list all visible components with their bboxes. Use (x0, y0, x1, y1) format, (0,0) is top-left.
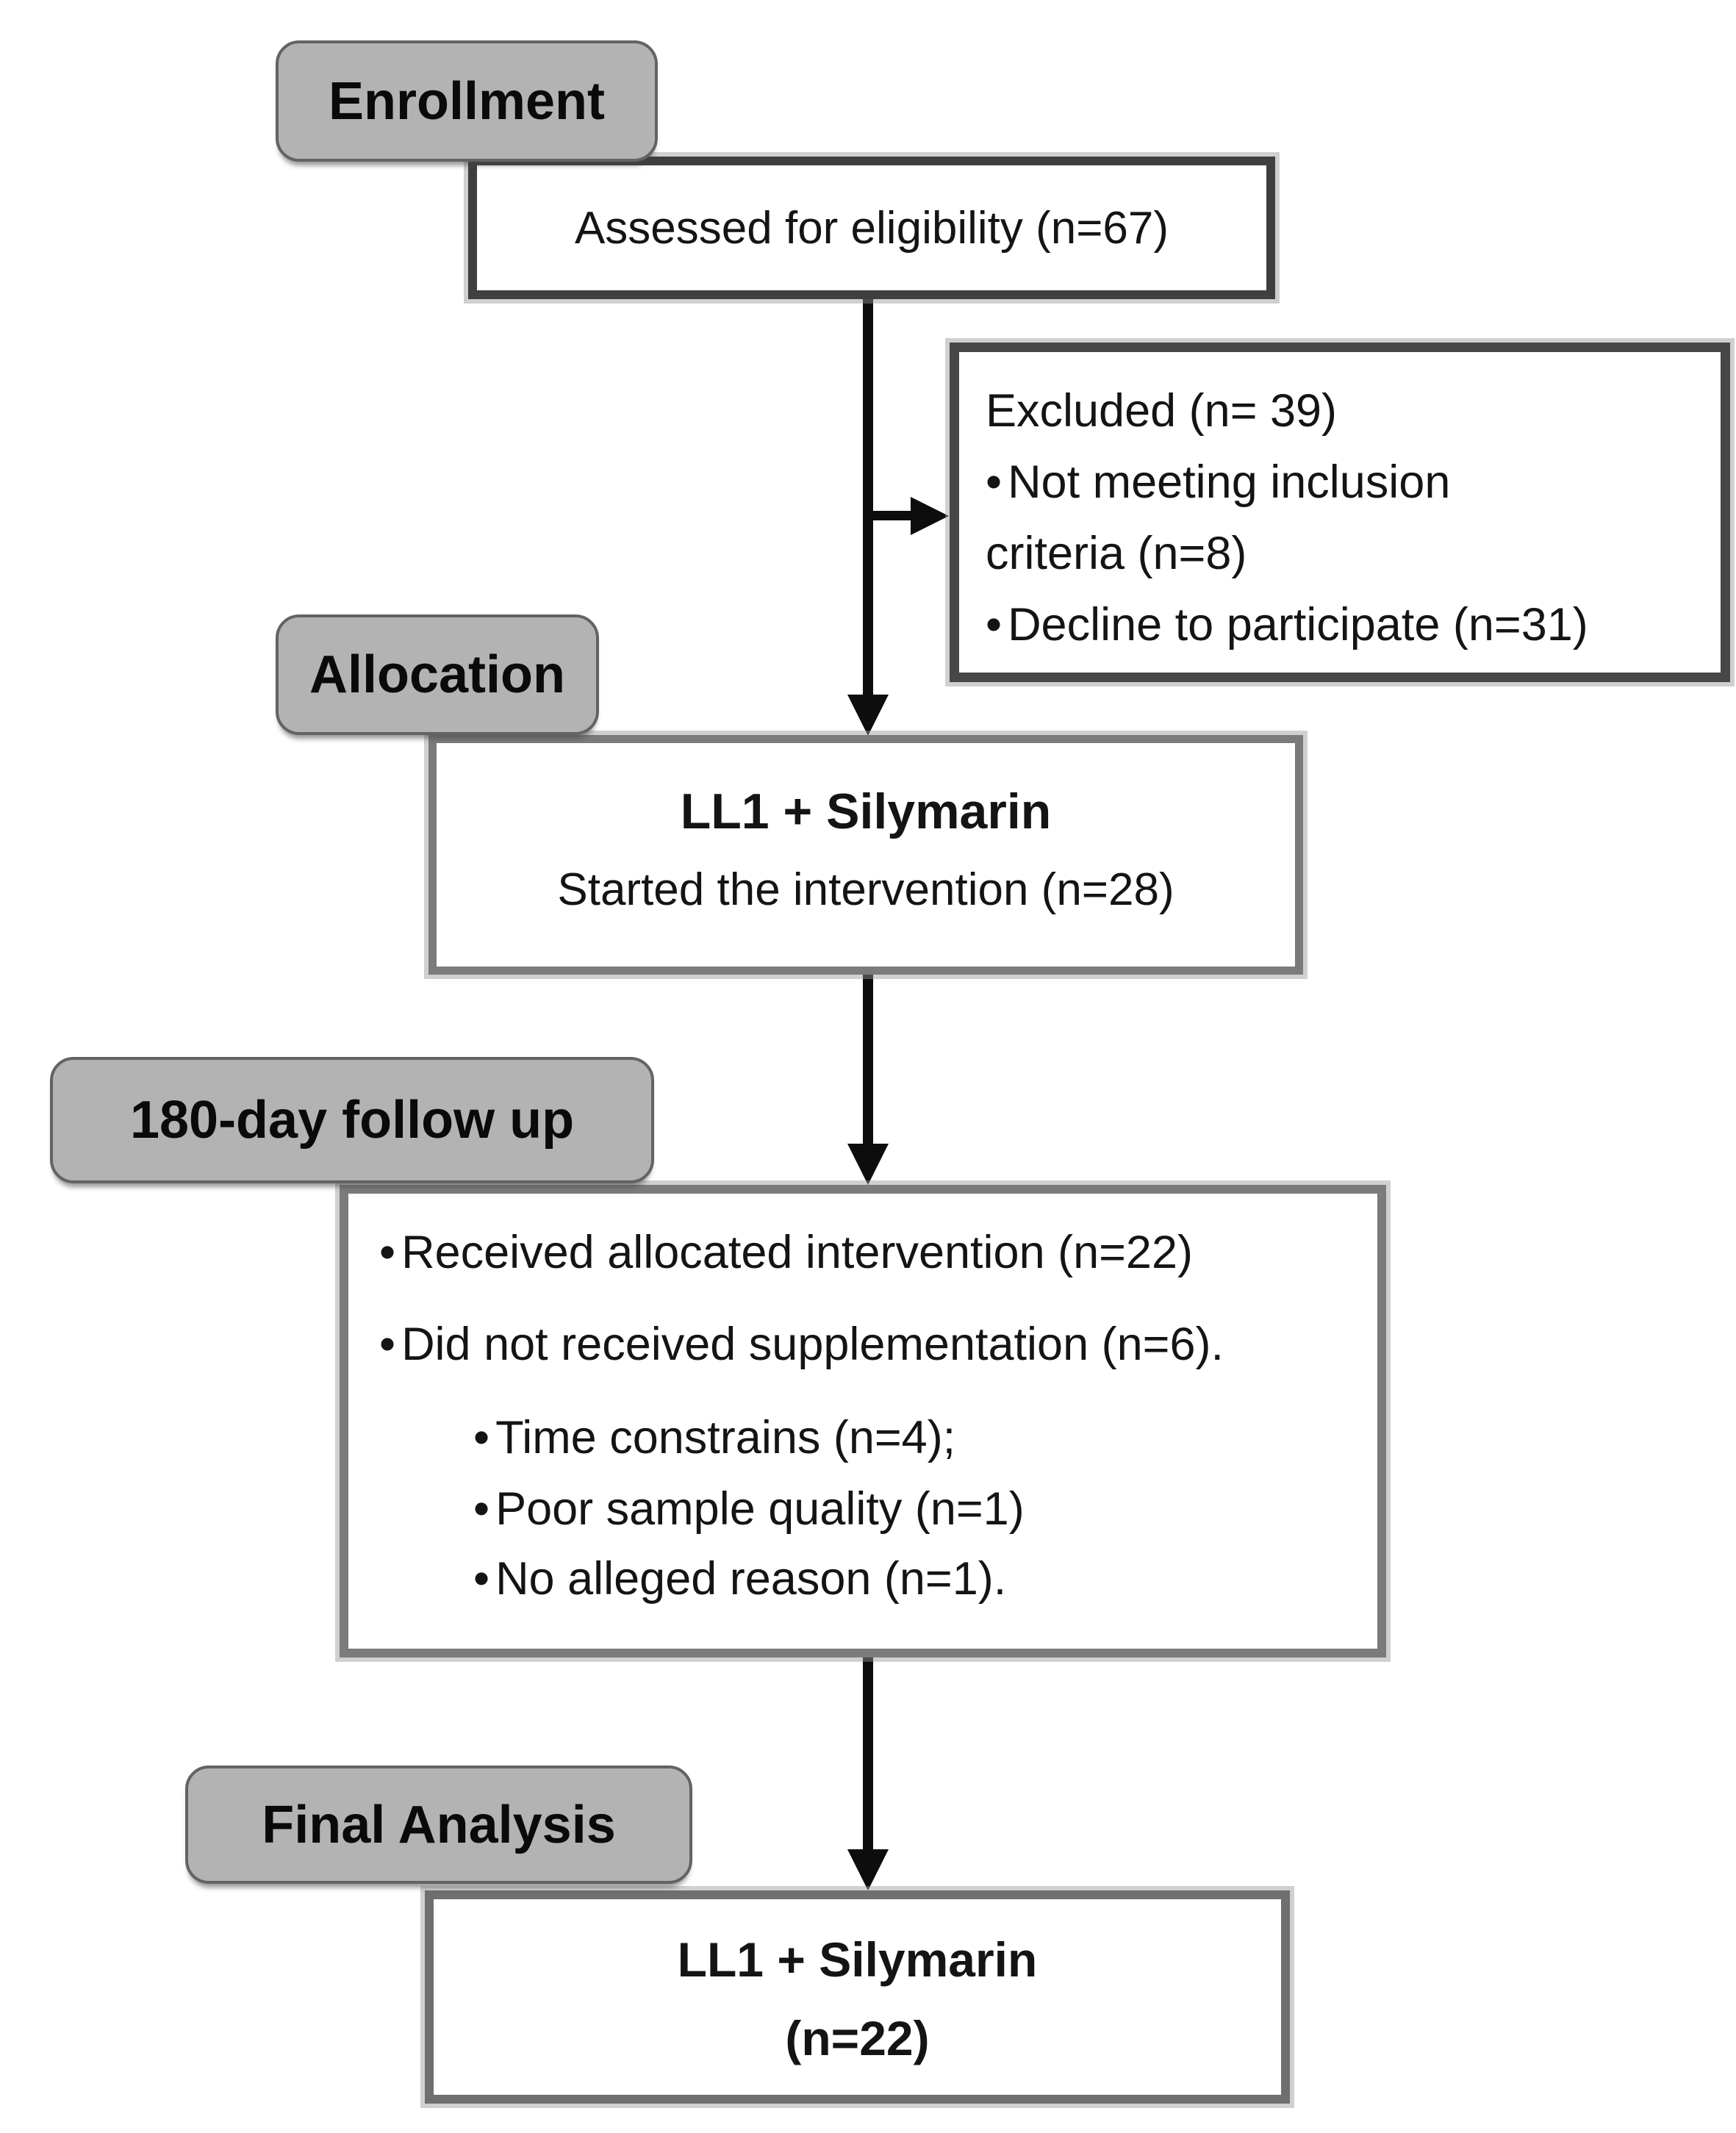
followup-sub-bullet1-line: •Time constrains (n=4); (473, 1403, 1363, 1473)
excluded-bullet2-line: •Decline to participate (n=31) (986, 589, 1703, 661)
followup-stage-label: 180-day follow up (50, 1057, 654, 1183)
followup-stage-text: 180-day follow up (129, 1091, 575, 1150)
followup-sub-bullet3-text: No alleged reason (n=1). (495, 1553, 1007, 1605)
followup-bullet2-text: Did not received supplementation (n=6). (401, 1319, 1224, 1370)
allocation-box-subtitle: Started the intervention (n=28) (557, 864, 1174, 915)
excluded-title: Excluded (n= 39) (986, 385, 1338, 437)
enrollment-stage-label: Enrollment (276, 40, 658, 162)
excluded-bullet2-text: Decline to participate (n=31) (1008, 599, 1588, 650)
bullet-icon: • (986, 599, 1002, 650)
arrowhead-down-icon (847, 1144, 889, 1185)
bullet-icon: • (379, 1227, 396, 1278)
arrowhead-down-icon (847, 1849, 889, 1890)
excluded-bullet1-line2: criteria (n=8) (986, 528, 1247, 579)
bullet-icon: • (473, 1553, 490, 1605)
arrow-branch-to-excluded-line (868, 511, 912, 520)
excluded-bullet1-line1: •Not meeting inclusion (986, 447, 1703, 518)
bullet-icon: • (473, 1483, 490, 1535)
followup-sub-bullet1-text: Time constrains (n=4); (495, 1412, 956, 1463)
followup-sub-bullet2-line: •Poor sample quality (n=1) (473, 1474, 1363, 1544)
allocation-stage-label: Allocation (276, 614, 599, 735)
followup-bullet1-text: Received allocated intervention (n=22) (401, 1227, 1193, 1278)
final-analysis-stage-label: Final Analysis (185, 1765, 692, 1884)
excluded-box: Excluded (n= 39) •Not meeting inclusion … (950, 343, 1730, 682)
final-box-title: LL1 + Silymarin (677, 1932, 1038, 1987)
followup-sub-bullet3-line: •No alleged reason (n=1). (473, 1544, 1363, 1614)
assessed-eligibility-box: Assessed for eligibility (n=67) (468, 157, 1275, 299)
excluded-bullet1-text: Not meeting inclusion (1008, 456, 1451, 508)
bullet-icon: • (379, 1319, 396, 1370)
enrollment-stage-text: Enrollment (328, 71, 606, 131)
allocation-stage-text: Allocation (309, 645, 565, 704)
allocation-intervention-box: LL1 + Silymarin Started the intervention… (428, 735, 1303, 975)
final-analysis-stage-text: Final Analysis (262, 1795, 616, 1854)
allocation-box-title: LL1 + Silymarin (680, 784, 1052, 839)
arrow-assessed-to-allocation-line (863, 299, 873, 696)
arrowhead-right-icon (911, 497, 949, 535)
arrowhead-down-icon (847, 695, 889, 736)
arrow-allocation-to-followup-line (863, 975, 873, 1145)
bullet-icon: • (986, 456, 1002, 508)
final-box-subtitle: (n=22) (785, 2011, 930, 2065)
followup-bullet2-line: •Did not received supplementation (n=6). (379, 1308, 1363, 1381)
assessed-eligibility-text: Assessed for eligibility (n=67) (574, 202, 1169, 254)
followup-sub-bullet2-text: Poor sample quality (n=1) (495, 1483, 1025, 1535)
followup-box: •Received allocated intervention (n=22) … (340, 1185, 1386, 1657)
arrow-followup-to-final-line (863, 1657, 873, 1851)
followup-bullet1-line: •Received allocated intervention (n=22) (379, 1216, 1363, 1289)
bullet-icon: • (473, 1412, 490, 1463)
final-analysis-box: LL1 + Silymarin (n=22) (425, 1890, 1290, 2104)
